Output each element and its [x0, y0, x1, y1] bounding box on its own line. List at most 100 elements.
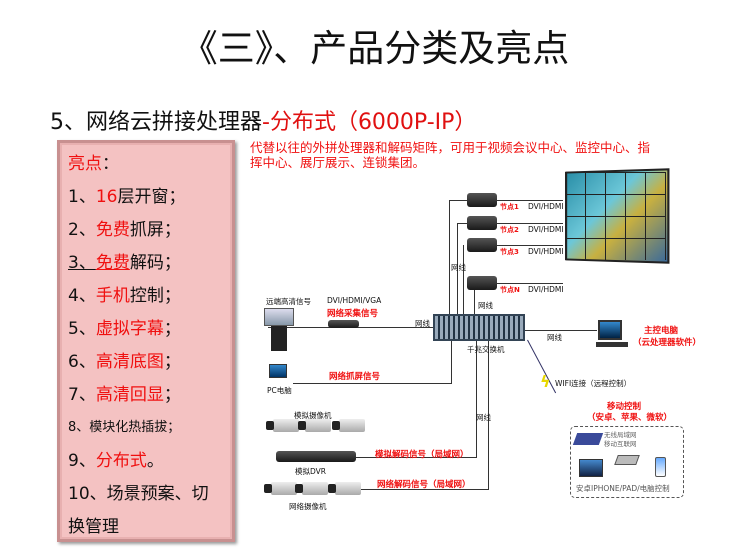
network-camera-icon: [302, 482, 328, 495]
subtitle-prefix: 5、网络云拼接处理器: [50, 110, 262, 135]
item-number: 6、: [68, 352, 96, 372]
item-number: 3、: [68, 253, 96, 273]
net-capture-label: 网络采集信号: [327, 307, 378, 319]
cable-label: 网线: [476, 412, 491, 423]
video-terminal-icon: [264, 308, 294, 326]
keyboard-icon: [596, 342, 628, 347]
mobile-control-group: 无线局域网 移动互联网 安卓IPHONE/PAD/电脑控制: [570, 426, 684, 498]
subtitle-suffix: -分布式（6000P-IP）: [262, 110, 476, 135]
item-number: 9、: [68, 451, 96, 471]
dvi-label: DVI/HDMI: [528, 285, 564, 294]
mobile-devices-label: 安卓IPHONE/PAD/电脑控制: [576, 483, 670, 494]
item-text: 场景预案、切: [107, 484, 209, 504]
highlight-item: 8、模块化热插拔；: [68, 416, 180, 435]
network-camera-icon: [335, 482, 361, 495]
node-label: 节点3: [500, 247, 519, 257]
item-text: 换管理: [68, 517, 119, 537]
item-text: ；: [164, 352, 181, 372]
screen-capture-label: 网络抓屏信号: [329, 370, 380, 382]
diagram-description: 代替以往的外拼处理器和解码矩阵，可用于视频会议中心、监控中心、指挥中心、展厅展示…: [250, 140, 660, 170]
item-highlight: 高清回显: [96, 385, 164, 405]
highlight-item: 4、手机控制；: [68, 281, 181, 306]
wifi-label: WIFI连接（远程控制）: [555, 378, 631, 389]
video-wall-grid: [565, 172, 666, 260]
item-text: 层开窗；: [117, 187, 185, 207]
highlights-heading: 亮点：: [68, 149, 119, 174]
mobile-sub: （安卓、苹果、微软）: [587, 411, 672, 423]
decoder-node-icon: [467, 276, 497, 290]
section-subtitle: 5、网络云拼接处理器-分布式（6000P-IP）: [50, 104, 476, 136]
capture-device: [328, 320, 359, 328]
item-text: 。: [147, 451, 164, 471]
wlan-router-icon: [573, 433, 603, 445]
dvi-label: DVI/HDMI: [528, 202, 564, 211]
highlight-item: 3、免费解码；: [68, 248, 181, 273]
item-number: 2、: [68, 220, 96, 240]
highlight-item: 7、高清回显；: [68, 380, 181, 405]
highlights-panel: 亮点： 1、16层开窗；2、免费抓屏；3、免费解码；4、手机控制；5、虚拟字幕；…: [57, 140, 235, 542]
analog-camera-icon: [339, 419, 365, 432]
item-highlight: 手机: [96, 286, 130, 306]
item-text: ；: [164, 319, 181, 339]
gigabit-switch: [433, 314, 525, 341]
item-number: 8、: [68, 420, 89, 435]
slide-title: 《三》、产品分类及亮点: [0, 18, 750, 72]
item-text: 模块化热插拔；: [89, 420, 180, 435]
highlight-item: 换管理: [68, 512, 119, 537]
highlight-item: 10、场景预案、切: [68, 479, 209, 504]
cable-label: 网线: [415, 318, 430, 329]
phone-icon: [655, 457, 666, 477]
internet-label: 移动互联网: [604, 438, 637, 448]
item-highlight: 虚拟字幕: [96, 319, 164, 339]
pc-icon: [269, 364, 287, 378]
highlight-item: 2、免费抓屏；: [68, 215, 181, 240]
kiosk-icon: [614, 455, 640, 465]
decoder-node-icon: [467, 216, 497, 230]
item-text: 解码；: [130, 253, 181, 273]
dvi-label: DVI/HDMI: [528, 247, 564, 256]
node-label: 节点1: [500, 202, 519, 212]
highlight-item: 1、16层开窗；: [68, 182, 185, 207]
network-camera-icon: [271, 482, 297, 495]
pc-label: PC电脑: [267, 385, 292, 396]
highlight-item: 9、分布式。: [68, 446, 164, 471]
heading-colon: ：: [102, 154, 119, 174]
item-highlight: 分布式: [96, 451, 147, 471]
item-number: 4、: [68, 286, 96, 306]
dvi-label: DVI/HDMI: [528, 225, 564, 234]
node-label: 节点2: [500, 225, 519, 235]
item-text: 抓屏；: [130, 220, 181, 240]
item-highlight: 高清底图: [96, 352, 164, 372]
cable-label: 网线: [547, 332, 562, 343]
node-label: 节点N: [500, 285, 520, 295]
analog-dvr-label: 模拟DVR: [295, 466, 326, 477]
analog-camera-icon: [305, 419, 331, 432]
analog-dvr-icon: [276, 451, 356, 462]
item-text: 控制；: [130, 286, 181, 306]
item-text: ；: [164, 385, 181, 405]
master-pc-icon: [598, 320, 622, 340]
lightning-icon: ϟ: [540, 372, 551, 391]
terminal-stand: [271, 326, 287, 351]
cable-label: 网线: [451, 262, 466, 273]
item-number: 10、: [68, 484, 107, 504]
master-pc-label: 主控电脑: [644, 324, 678, 336]
item-highlight: 免费: [96, 253, 130, 273]
highlight-item: 6、高清底图；: [68, 347, 181, 372]
heading-text: 亮点: [68, 154, 102, 174]
dvi-vga-label: DVI/HDMI/VGA: [327, 296, 381, 305]
item-highlight: 免费: [96, 220, 130, 240]
item-number: 1、: [68, 187, 96, 207]
highlight-item: 5、虚拟字幕；: [68, 314, 181, 339]
cable-label: 网线: [478, 300, 493, 311]
item-highlight: 16: [96, 187, 118, 207]
analog-camera-icon: [273, 419, 299, 432]
analog-decode-label: 模拟解码信号（局域网）: [375, 448, 469, 460]
master-pc-sub: （云处理器软件）: [633, 336, 701, 348]
item-number: 5、: [68, 319, 96, 339]
decoder-node-icon: [467, 238, 497, 252]
net-decode-label: 网络解码信号（局域网）: [377, 478, 471, 490]
item-number: 7、: [68, 385, 96, 405]
remote-signal-label: 远端高清信号: [266, 296, 311, 307]
net-cam-label: 网络摄像机: [289, 501, 327, 512]
